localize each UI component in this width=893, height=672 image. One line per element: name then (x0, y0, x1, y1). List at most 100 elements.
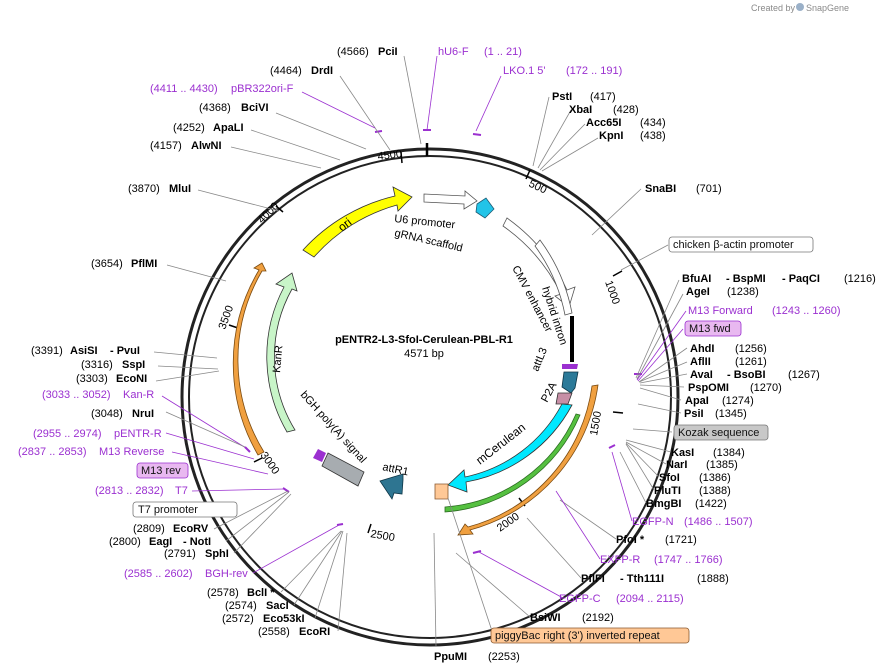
aflii-name: AflII (690, 356, 711, 368)
sfoi-name: SfoI (659, 472, 680, 484)
bsiwi-name: BsiWI (530, 612, 561, 624)
right-labels: PstI (417) XbaI (428) Acc65I (434) KpnI … (490, 91, 876, 644)
nari-name: NarI (666, 459, 687, 471)
avai-name: AvaI (690, 369, 713, 381)
bcli-name: BclI * (247, 587, 275, 599)
ecorv-name: EcoRV (173, 523, 209, 535)
attr1-label: attR1 (381, 461, 409, 478)
kanr-label: KanR (271, 345, 285, 374)
pbr322-range: (4411 .. 4430) (150, 83, 218, 95)
leader (639, 387, 682, 401)
leader (157, 365, 219, 370)
egfp-n-name: EGFP-N (632, 516, 674, 528)
econi-position: (3303) (76, 373, 108, 385)
pbr322-name: pBR322ori-F (231, 83, 294, 95)
bfuai-position: (1216) (844, 273, 876, 285)
pluti-name: PluTI (654, 485, 681, 497)
ppumi-name: PpuMI (434, 651, 467, 663)
eagi-position: (2800) (109, 536, 141, 548)
watermark-brand: SnapGene (806, 3, 849, 13)
kan-r-range: (3033 .. 3052) (42, 389, 111, 401)
pfoi-position: (1721) (665, 534, 697, 546)
m13-rev-feature-box (136, 462, 189, 479)
apali-name: ApaLI (213, 122, 244, 134)
agei-name: AgeI (686, 286, 710, 298)
features-layer: ori KanR U6 promoter gRNA scaffold CMV e… (232, 186, 599, 536)
p2a-feature (555, 392, 573, 405)
bmgbi-name: BmgBI (646, 498, 681, 510)
leader (475, 75, 502, 132)
leader (638, 347, 688, 383)
egfp-n-range: (1486 .. 1507) (684, 516, 753, 528)
tick-label-500: 500 (527, 178, 549, 197)
leader (625, 443, 655, 491)
tick-label-4000: 4000 (256, 200, 282, 226)
pflfi-name: PflFI (581, 573, 605, 585)
t7-promoter-feature-box (132, 501, 238, 518)
primer-mark (374, 130, 383, 133)
pspomi-name: PspOMI (688, 382, 729, 394)
kasi-position: (1384) (713, 447, 745, 459)
pflmi-name: PflMI (131, 258, 157, 270)
primer-mark (608, 444, 616, 449)
nrui-name: NruI (132, 408, 154, 420)
snabi-position: (701) (696, 183, 722, 195)
kan-r-name: Kan-R (123, 389, 154, 401)
ahdi-name: AhdI (690, 343, 714, 355)
mlui-position: (3870) (128, 183, 160, 195)
leader (275, 112, 367, 150)
leader (165, 432, 255, 460)
eco53ki-name: Eco53kI (263, 613, 305, 625)
saci-name: SacI (266, 600, 289, 612)
tick-mark (400, 151, 403, 164)
leader (619, 451, 647, 504)
leader (250, 129, 341, 161)
leader (632, 428, 673, 433)
leader (620, 244, 669, 271)
green-orf-arc (444, 413, 581, 513)
hu6-f-name: hU6-F (438, 46, 469, 58)
leader (541, 137, 599, 172)
leader (433, 532, 437, 647)
egfp-c-name: EGFP-C (559, 593, 601, 605)
bgh-rev-range: (2585 .. 2602) (124, 568, 193, 580)
chicken-actin-promoter-feature-box (668, 236, 814, 253)
agei-position: (1238) (727, 286, 759, 298)
leader (611, 451, 633, 522)
bmgbi-position: (1422) (695, 498, 727, 510)
pflfi-position: (1888) (697, 573, 729, 585)
bgh-polya-feature (321, 452, 365, 487)
leader (301, 91, 376, 129)
primer-mark (336, 523, 344, 526)
leader (539, 123, 586, 171)
tick-mark (612, 270, 623, 277)
mlui-name: MluI (169, 183, 191, 195)
top-labels: (4566) PciI hU6-F (1 .. 21) LKO.1 5' (17… (150, 46, 622, 152)
psti-name: PstI (552, 91, 572, 103)
ecorv-position: (2809) (133, 523, 165, 535)
pfoi-name: PfoI * (616, 534, 645, 546)
left-labels: (3870) MluI (3654) PflMI (3391) AsiSI - … (18, 183, 520, 663)
econi-name: EcoNI (116, 373, 147, 385)
bcivi-name: BciVI (241, 102, 269, 114)
orf-arc-right (457, 384, 599, 536)
leader (635, 279, 680, 379)
pcii-name: PciI (378, 46, 398, 58)
leader (637, 403, 682, 414)
xbai-name: XbaI (569, 104, 592, 116)
lko-name: LKO.1 5' (503, 65, 545, 77)
leader (213, 490, 289, 530)
leader (559, 499, 617, 540)
m13-rev-feature-label: M13 rev (141, 465, 181, 477)
pspomi-position: (1270) (750, 382, 782, 394)
eco53ki-position: (2572) (222, 613, 254, 625)
nrui-position: (3048) (91, 408, 123, 420)
m13-fwd-primer-mark (562, 364, 578, 369)
intron-segment (570, 316, 574, 362)
leader-lines (153, 55, 688, 647)
leader (478, 551, 564, 599)
grna-scaffold-feature (475, 197, 495, 219)
leader (314, 530, 344, 619)
tick-mark (253, 457, 263, 463)
watermark-text: Created by (751, 3, 796, 13)
